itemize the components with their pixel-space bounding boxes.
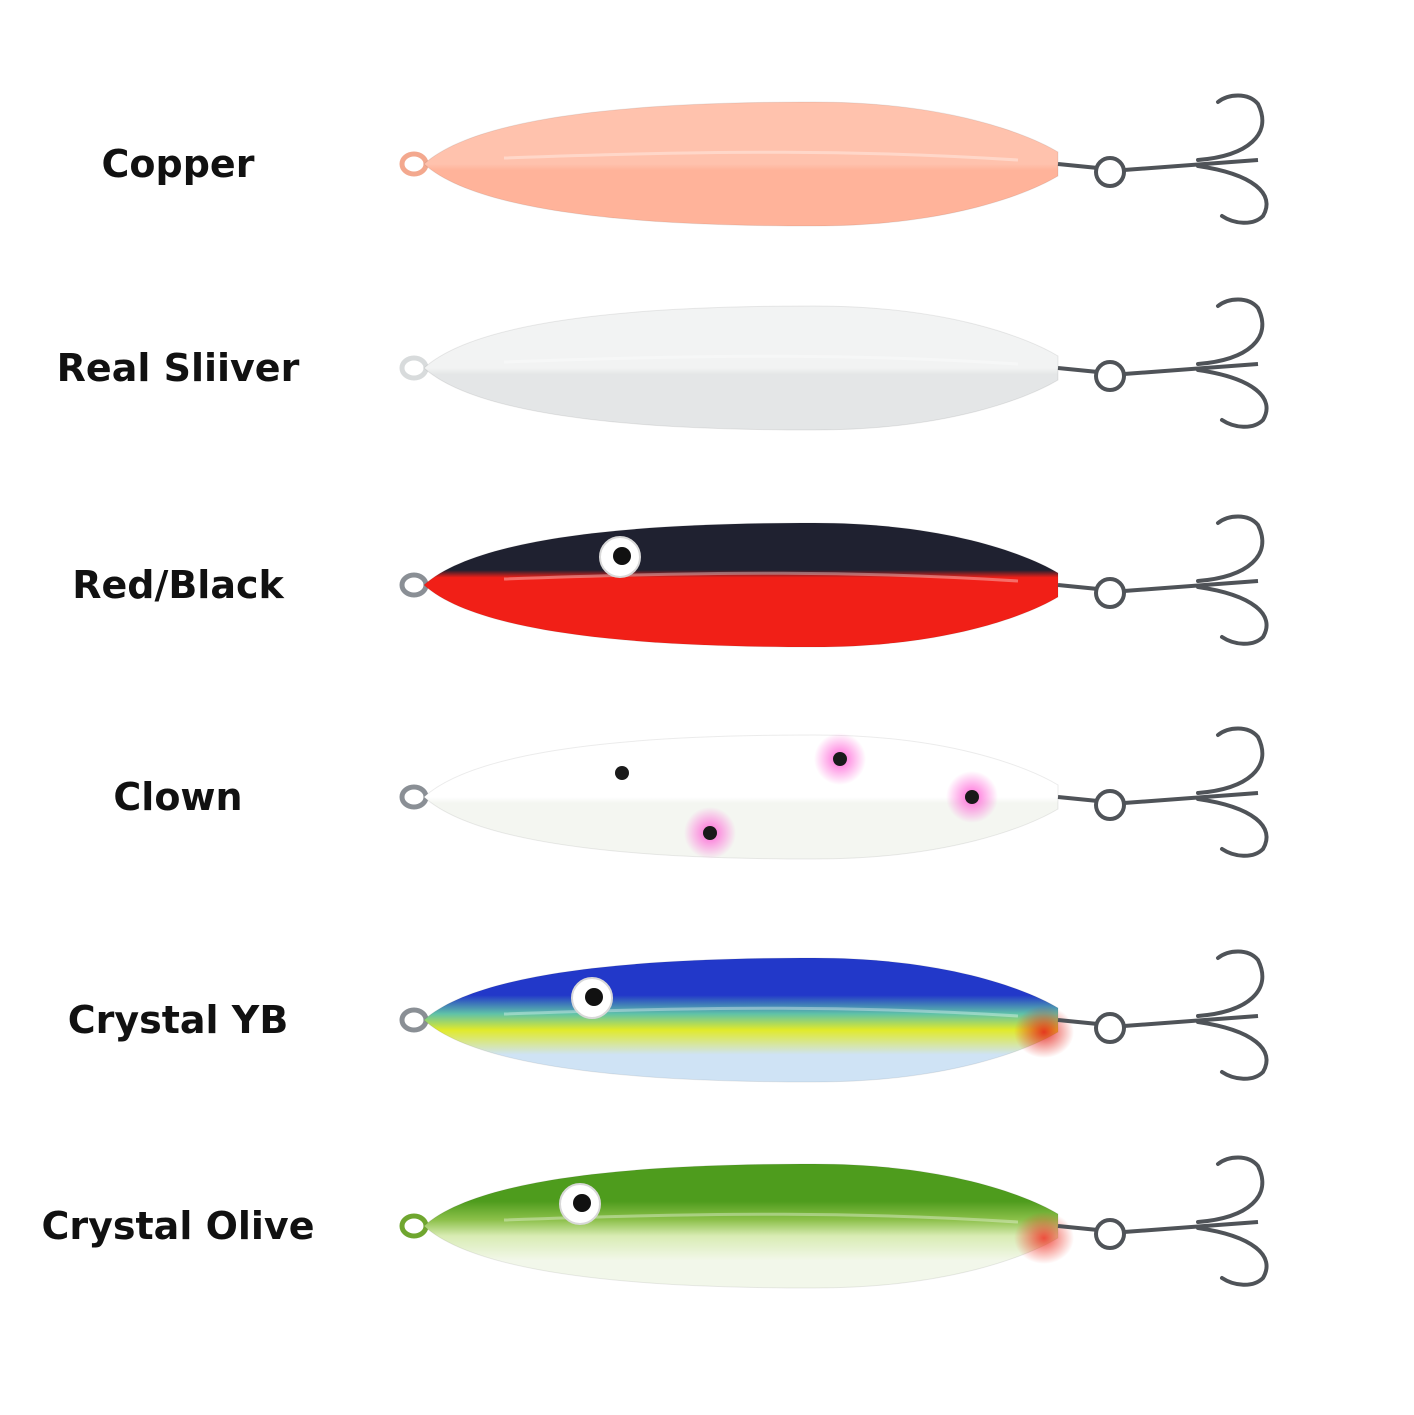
link-icon bbox=[1057, 162, 1099, 170]
lure-body bbox=[423, 522, 1059, 648]
eyelet-icon bbox=[399, 572, 429, 598]
hook-shank-icon bbox=[1123, 791, 1259, 805]
clown-dot bbox=[965, 790, 979, 804]
split-ring-icon bbox=[1094, 1012, 1126, 1044]
link-icon bbox=[1057, 1224, 1099, 1232]
lure-body bbox=[423, 957, 1059, 1083]
treble-hook-upper-icon bbox=[1196, 726, 1265, 795]
clown-dot bbox=[833, 752, 847, 766]
treble-hook-upper-icon bbox=[1196, 297, 1265, 366]
treble-hook-lower-icon bbox=[1196, 164, 1269, 225]
hook-shank-icon bbox=[1123, 362, 1259, 376]
lure-label: Clown bbox=[113, 775, 243, 819]
fish-pupil-icon bbox=[613, 547, 631, 565]
eyelet-icon bbox=[399, 1213, 429, 1239]
lure-body bbox=[423, 305, 1059, 431]
split-ring-icon bbox=[1094, 360, 1126, 392]
treble-hook-lower-icon bbox=[1196, 1020, 1269, 1081]
lure-label: Copper bbox=[101, 142, 255, 186]
lure-row bbox=[399, 514, 1269, 648]
fish-pupil-icon bbox=[585, 988, 603, 1006]
treble-hook-upper-icon bbox=[1196, 1155, 1265, 1224]
lure-label: Crystal Olive bbox=[41, 1204, 315, 1248]
lure-row bbox=[399, 297, 1269, 431]
treble-hook-lower-icon bbox=[1196, 1226, 1269, 1287]
eyelet-icon bbox=[399, 151, 429, 177]
eyelet-icon bbox=[399, 1007, 429, 1033]
hook-shank-icon bbox=[1123, 579, 1259, 593]
lure-body bbox=[423, 101, 1059, 227]
tail-blush bbox=[1014, 1212, 1074, 1264]
lure-label: Red/Black bbox=[72, 563, 284, 607]
body-sheen bbox=[503, 571, 1019, 583]
lure-row bbox=[399, 1155, 1269, 1289]
fish-pupil-icon bbox=[573, 1194, 591, 1212]
link-icon bbox=[1057, 366, 1099, 374]
treble-hook-upper-icon bbox=[1196, 514, 1265, 583]
link-icon bbox=[1057, 1018, 1099, 1026]
hook-shank-icon bbox=[1123, 1220, 1259, 1234]
treble-hook-lower-icon bbox=[1196, 368, 1269, 429]
split-ring-icon bbox=[1094, 789, 1126, 821]
eyelet-icon bbox=[399, 355, 429, 381]
eyelet-icon bbox=[399, 784, 429, 810]
link-icon bbox=[1057, 583, 1099, 591]
lure-label: Crystal YB bbox=[67, 998, 289, 1042]
split-ring-icon bbox=[1094, 1218, 1126, 1250]
split-ring-icon bbox=[1094, 156, 1126, 188]
treble-hook-upper-icon bbox=[1196, 949, 1265, 1018]
lure-row bbox=[399, 949, 1269, 1083]
link-icon bbox=[1057, 795, 1099, 803]
split-ring-icon bbox=[1094, 577, 1126, 609]
clown-dot bbox=[703, 826, 717, 840]
tail-blush bbox=[1014, 1006, 1074, 1058]
lure-row bbox=[399, 93, 1269, 227]
hook-shank-icon bbox=[1123, 1014, 1259, 1028]
clown-dot bbox=[615, 766, 629, 780]
body-sheen bbox=[503, 354, 1019, 366]
lure-row bbox=[399, 726, 1269, 860]
lure-body bbox=[423, 1163, 1059, 1289]
treble-hook-lower-icon bbox=[1196, 797, 1269, 858]
treble-hook-upper-icon bbox=[1196, 93, 1265, 162]
lure-label: Real Sliiver bbox=[56, 346, 300, 390]
treble-hook-lower-icon bbox=[1196, 585, 1269, 646]
body-sheen bbox=[503, 150, 1019, 162]
hook-shank-icon bbox=[1123, 158, 1259, 172]
